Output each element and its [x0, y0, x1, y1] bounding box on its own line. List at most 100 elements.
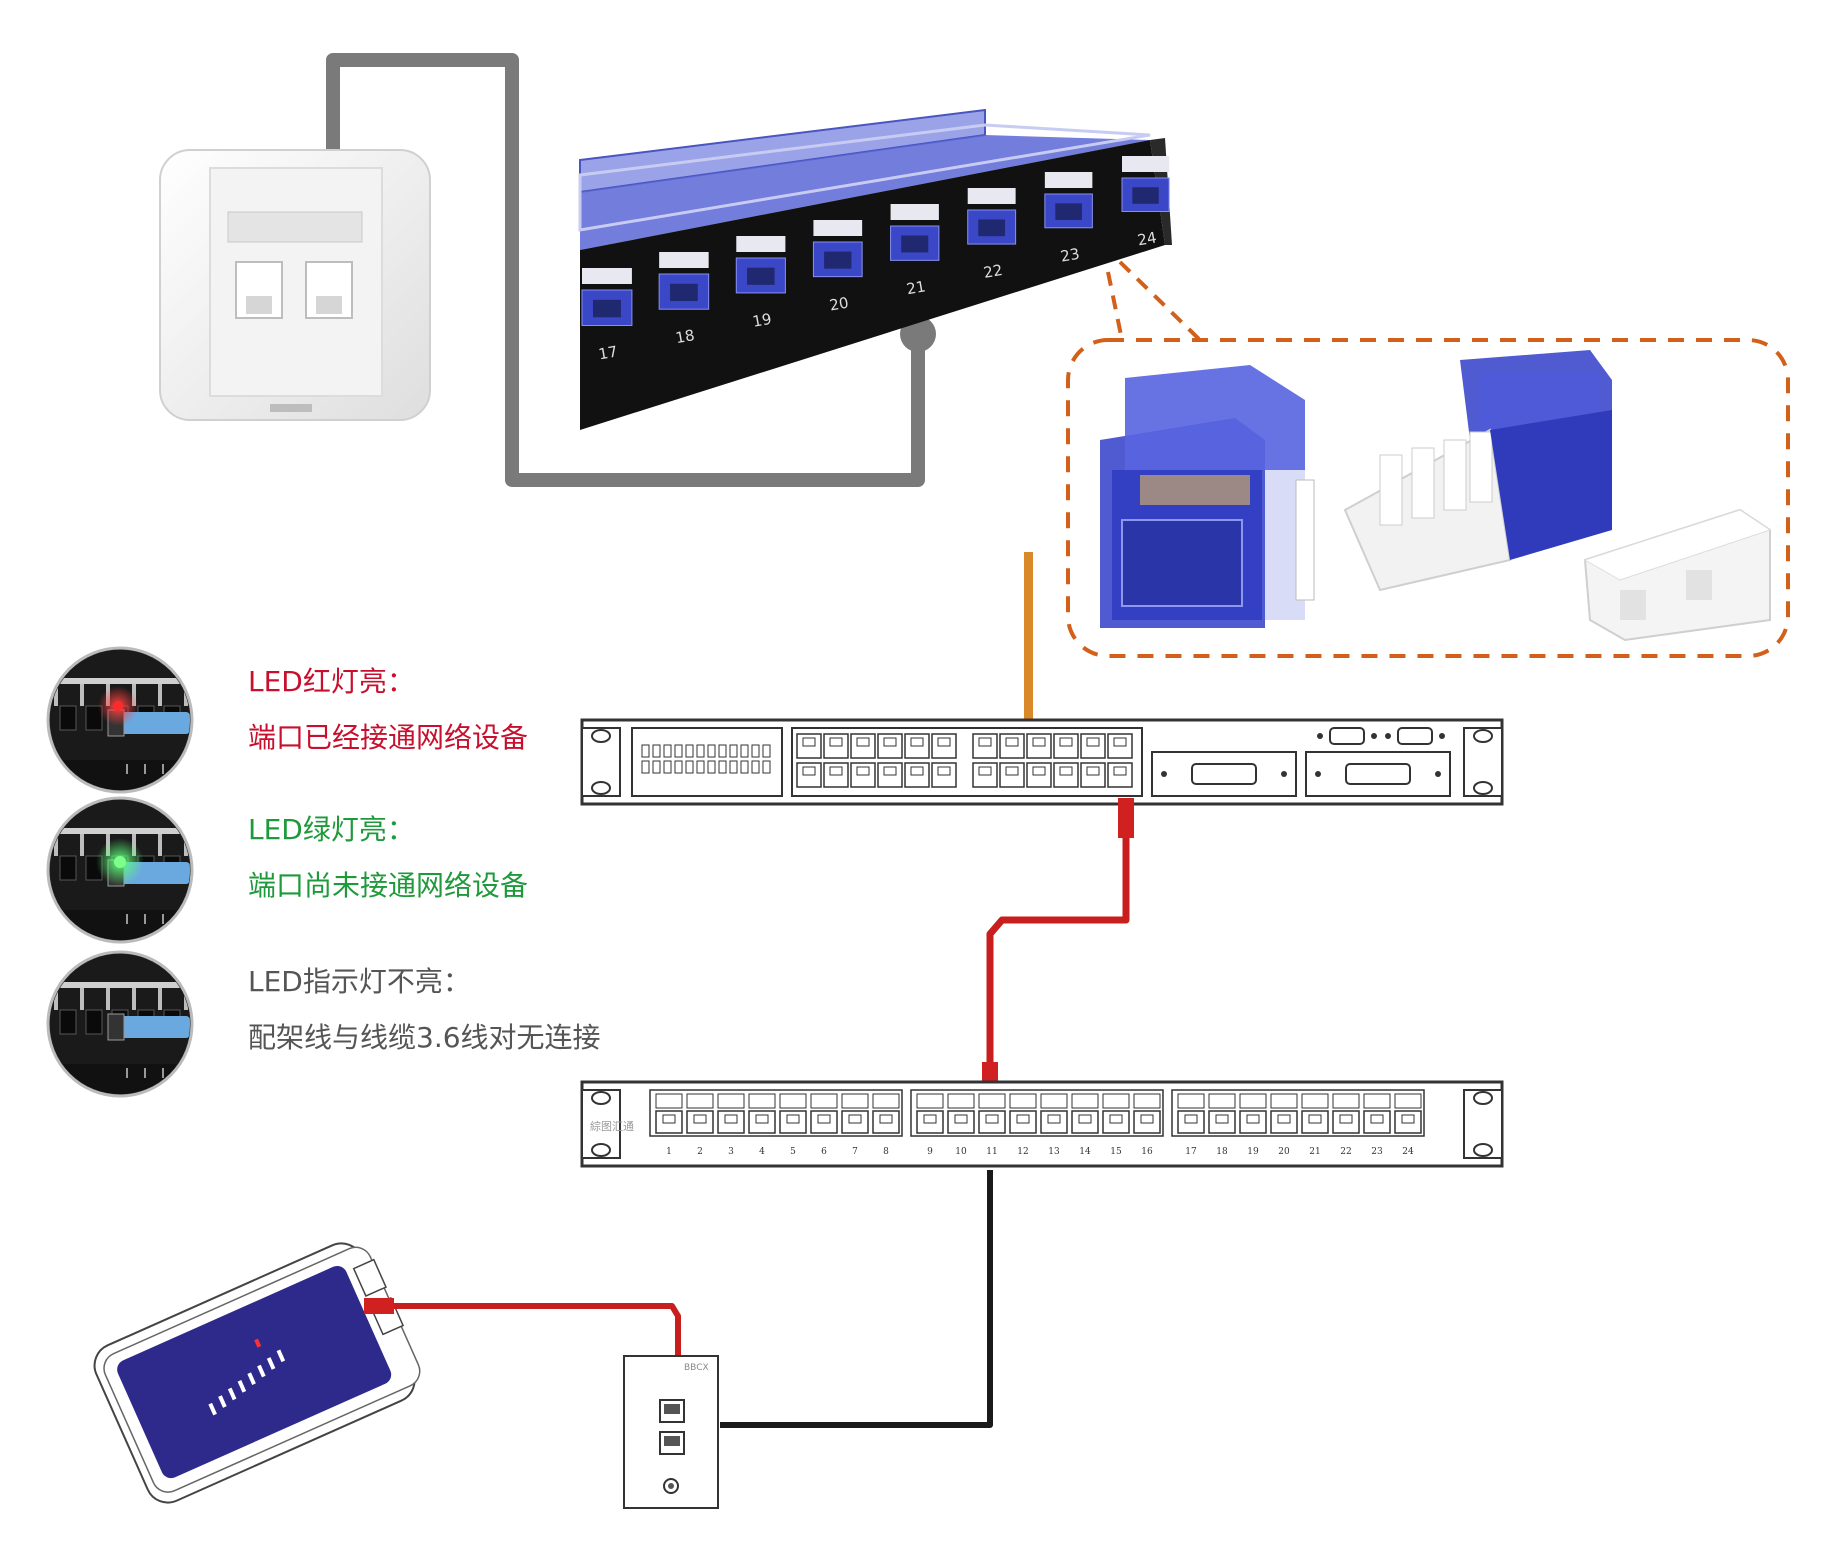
switch-led — [751, 760, 760, 774]
legend-off-title: LED指示灯不亮： — [248, 965, 471, 998]
switch-port — [904, 762, 930, 788]
tester-led — [247, 1372, 256, 1385]
panel-port: 23 — [1044, 172, 1093, 266]
tester-led — [266, 1357, 276, 1370]
panel-port: 13 — [1040, 1093, 1068, 1157]
wall-plate-icon — [159, 149, 431, 421]
legend-red: LED红灯亮： 端口已经接通网络设备 — [248, 662, 528, 774]
switch-led — [652, 760, 661, 774]
panel-port-number: 8 — [883, 1147, 889, 1157]
panel-port: 19 — [1239, 1093, 1267, 1157]
panel-port-number: 9 — [927, 1147, 933, 1157]
legend-green-desc: 端口尚未接通网络设备 — [248, 869, 529, 902]
switch-port — [1053, 733, 1079, 759]
panel-port: 20 — [1270, 1093, 1298, 1157]
panel-port-number: 3 — [728, 1147, 734, 1157]
switch-led — [652, 744, 661, 758]
led-red-photo — [46, 646, 194, 794]
panel-port-number: 20 — [1278, 1147, 1290, 1157]
panel-port: 15 — [1102, 1093, 1130, 1157]
switch-port — [850, 733, 876, 759]
switch-port — [999, 733, 1025, 759]
switch-port — [931, 733, 957, 759]
panel-port: 9 — [916, 1093, 944, 1157]
gray-cable — [326, 53, 925, 487]
led-green-photo — [46, 796, 194, 944]
panel-port-number: 22 — [982, 261, 1004, 282]
panel-port: 22 — [967, 188, 1017, 282]
switch-led — [696, 760, 705, 774]
switch-led — [729, 744, 738, 758]
switch-port — [823, 733, 849, 759]
switch-port — [1107, 733, 1133, 759]
switch-led — [685, 760, 694, 774]
keystone-jack-icon — [1100, 350, 1772, 642]
switch-port — [877, 733, 903, 759]
switch-port — [1080, 762, 1106, 788]
switch-led — [729, 760, 738, 774]
panel-port: 21 — [890, 204, 940, 298]
switch-port — [1053, 762, 1079, 788]
panel-port-number: 19 — [1247, 1147, 1259, 1157]
switch-led — [751, 744, 760, 758]
cable-tester-icon — [93, 1242, 421, 1504]
legend-green-title: LED绿灯亮： — [248, 813, 415, 846]
panel-port-number: 24 — [1402, 1147, 1414, 1157]
switch-led — [685, 744, 694, 758]
switch-led — [718, 744, 727, 758]
tester-led — [218, 1395, 227, 1408]
panel-port-number: 13 — [1048, 1147, 1060, 1157]
legend-red-desc: 端口已经接通网络设备 — [248, 721, 529, 754]
panel-port-number: 22 — [1340, 1147, 1351, 1157]
panel-port-number: 24 — [1136, 228, 1158, 249]
callout-leader-right — [1118, 260, 1202, 342]
panel-port: 17 — [1177, 1093, 1205, 1157]
panel-port-number: 14 — [1079, 1147, 1091, 1157]
tester-led — [208, 1402, 217, 1416]
patch-plug-top — [1118, 798, 1134, 838]
switch-led — [762, 744, 771, 758]
switch-led — [674, 744, 683, 758]
panel-port-number: 6 — [821, 1147, 827, 1157]
panel-port: 21 — [1301, 1093, 1329, 1157]
panel-port-number: 20 — [828, 294, 850, 315]
black-horizontal-cable — [720, 1170, 993, 1428]
panel-port-number: 23 — [1371, 1147, 1383, 1157]
led-off-photo — [46, 950, 194, 1098]
switch-port — [1080, 733, 1106, 759]
switch-port — [904, 733, 930, 759]
panel-port: 11 — [978, 1093, 1006, 1157]
switch-port — [823, 762, 849, 788]
panel-port-number: 21 — [1309, 1147, 1320, 1157]
panel-port: 8 — [872, 1093, 900, 1157]
panel-port-number: 7 — [852, 1147, 858, 1157]
switch-port — [1026, 762, 1052, 788]
switch-port — [972, 733, 998, 759]
panel-port-number: 11 — [986, 1147, 997, 1157]
switch-port — [999, 762, 1025, 788]
panel-port-number: 21 — [905, 277, 927, 298]
panel-port: 19 — [735, 236, 786, 331]
red-patch-cable — [986, 798, 1130, 1070]
panel-port-number: 1 — [666, 1147, 672, 1157]
panel-brand-label: 綜图汇通 — [590, 1119, 634, 1133]
panel-port-number: 5 — [790, 1147, 796, 1157]
panel-port: 4 — [748, 1093, 776, 1157]
switch-led — [674, 760, 683, 774]
switch-led — [663, 744, 672, 758]
panel-port-number: 18 — [674, 326, 696, 347]
switch-led — [740, 760, 749, 774]
switch-port — [796, 733, 822, 759]
panel-port: 1 — [655, 1093, 683, 1157]
tester-led — [237, 1379, 247, 1393]
switch-port — [931, 762, 957, 788]
panel-port-number: 19 — [751, 310, 773, 331]
panel-port-number: 18 — [1216, 1147, 1228, 1157]
switch-port — [796, 762, 822, 788]
legend-red-title: LED红灯亮： — [248, 665, 415, 698]
switch-port — [850, 762, 876, 788]
panel-port: 20 — [812, 220, 863, 315]
